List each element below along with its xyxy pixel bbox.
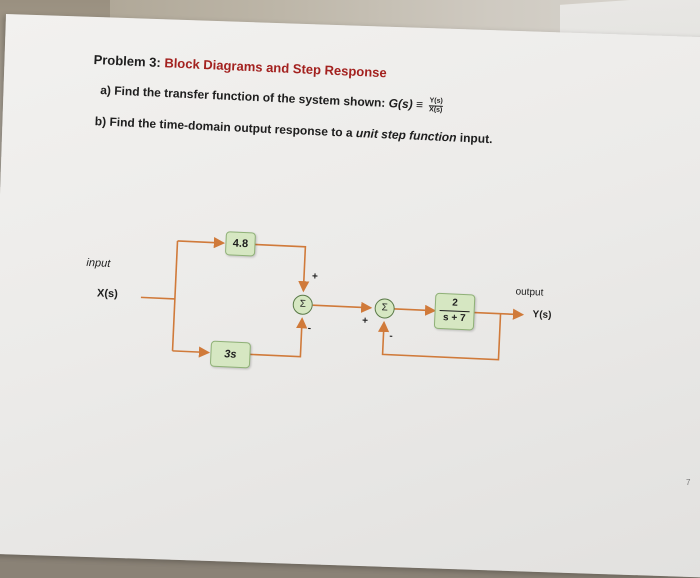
wire-sum2-to-plant [392,304,437,316]
problem-content: Problem 3: Block Diagrams and Step Respo… [76,52,654,477]
sum1-plus-sign: + [311,271,319,283]
page-number: 7 [686,478,691,487]
plant-denominator: s + 7 [438,309,470,327]
sum2-minus-sign: - [389,330,394,342]
question-b: b) Find the time-domain output response … [95,114,493,146]
wire-feedback [378,313,502,361]
block-diagram: input X(s) output Y(s) 4.8 3s 2 s + 7 Σ … [80,157,609,380]
sum1-minus-sign: - [307,322,312,335]
wire-to-bottom-block [172,346,211,358]
wire-bottom-to-sum1 [248,317,308,358]
input-signal-label: X(s) [96,287,119,301]
wire-branch [171,240,179,351]
wire-sum1-to-sum2 [312,301,373,313]
output-label: output [515,286,544,299]
output-signal-label: Y(s) [532,309,552,322]
gs-fraction: Y(s) X(s) [429,97,443,115]
wire-input [140,296,175,300]
derivative-block-bottom: 3s [209,340,251,369]
gs-label: G(s) ≡ [388,96,424,112]
wire-to-top-block [177,237,226,249]
question-b-emphasis: unit step function [355,125,457,145]
wire-top-to-sum1 [253,243,310,293]
sum2-plus-sign: + [361,315,369,327]
wire-output [474,308,525,320]
question-b-prefix: b) Find the time-domain output response … [94,114,353,140]
plant-block: 2 s + 7 [433,292,476,331]
diagram-wires [140,237,525,361]
gs-denominator: X(s) [428,106,443,114]
input-label: input [86,256,111,270]
question-b-suffix: input. [459,130,493,147]
question-a-text: a) Find the transfer function of the sys… [99,83,386,110]
gain-block-top: 4.8 [224,231,256,257]
question-a: a) Find the transfer function of the sys… [100,82,443,115]
problem-number: Problem 3: [93,52,162,71]
